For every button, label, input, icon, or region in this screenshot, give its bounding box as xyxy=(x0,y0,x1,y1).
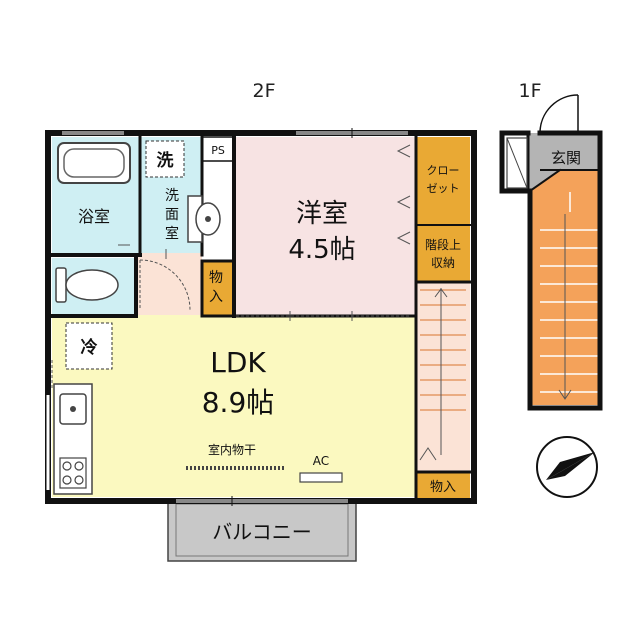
entrance-label: 玄関 xyxy=(551,149,581,167)
ldk-size: 8.9帖 xyxy=(202,386,275,419)
bath-label: 浴室 xyxy=(78,207,110,226)
stair-storage xyxy=(416,225,470,282)
stair-storage-label-line1: 階段上 xyxy=(425,237,461,252)
svg-text:物: 物 xyxy=(209,270,223,286)
ac-unit xyxy=(299,472,343,483)
entrance-door xyxy=(539,94,579,134)
sink-icon xyxy=(187,195,221,243)
svg-text:冷: 冷 xyxy=(81,337,98,358)
walls-1f xyxy=(499,130,603,411)
bathtub-icon xyxy=(57,142,131,184)
washing-machine-icon: 洗 xyxy=(145,140,185,178)
closet xyxy=(416,137,470,225)
floor-label-1f: 1F xyxy=(518,80,541,102)
svg-text:洗: 洗 xyxy=(157,150,174,171)
hall-area xyxy=(136,253,202,315)
western-room-size: 4.5帖 xyxy=(288,235,355,265)
closet-door-marks xyxy=(396,144,437,461)
stairs-1f xyxy=(540,192,600,393)
svg-text:入: 入 xyxy=(209,289,223,305)
doors-2f xyxy=(51,259,410,390)
svg-text:面: 面 xyxy=(165,207,179,223)
refrigerator-icon: 冷 xyxy=(65,322,113,370)
storage-small xyxy=(202,261,232,315)
stair-area xyxy=(416,282,470,472)
storage-bottom-label: 物入 xyxy=(430,480,456,495)
door-tick-marks xyxy=(118,244,353,321)
ldk-label: LDK xyxy=(210,346,266,379)
closet-label-line2: ゼット xyxy=(427,182,460,195)
western-room-label: 洋室 xyxy=(296,199,348,229)
toilet-icon xyxy=(55,267,119,303)
storage-bottom xyxy=(416,472,470,499)
storage-small-label: 物 入 xyxy=(209,270,223,305)
stove-icon xyxy=(59,457,87,489)
closet-label-line1: クロー xyxy=(427,164,460,177)
indoor-dry-label: 室内物干 xyxy=(208,442,256,457)
washroom-label: 洗 面 室 xyxy=(165,188,179,242)
shoe-box xyxy=(506,137,528,189)
ps-label: PS xyxy=(211,144,225,157)
balcony-area xyxy=(167,500,357,562)
stair-storage-label-line2: 収納 xyxy=(431,256,455,270)
ac-label: AC xyxy=(313,454,329,468)
western-room-area xyxy=(234,137,416,315)
floor-label-2f: 2F xyxy=(252,80,275,102)
svg-text:洗: 洗 xyxy=(165,188,179,204)
compass-icon xyxy=(536,436,598,498)
stair-1f-arrow xyxy=(558,214,572,400)
window-marks xyxy=(62,128,408,506)
svg-text:室: 室 xyxy=(165,225,179,242)
stairs-2f xyxy=(420,288,466,455)
balcony-label: バルコニー xyxy=(212,520,312,544)
landing-1f xyxy=(530,170,600,191)
sink-kitchen-icon xyxy=(59,393,87,425)
